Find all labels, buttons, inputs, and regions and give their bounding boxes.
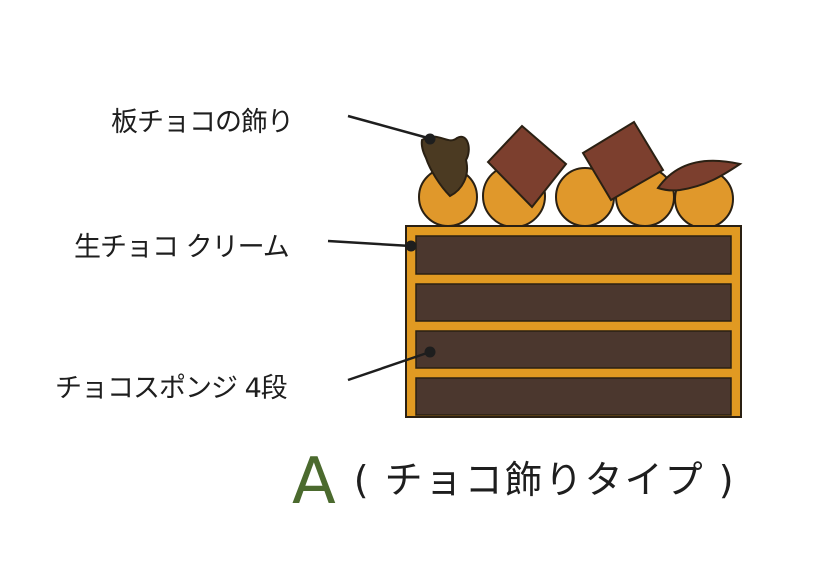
label-chocolate-plate: 板チョコの飾り: [111, 107, 294, 138]
caption-text: ( チョコ飾りタイプ ): [353, 458, 736, 502]
chocolate-square: [581, 120, 665, 202]
leader-line-chocolate-plate: [347, 114, 429, 140]
chocolate-square: [486, 124, 568, 209]
leader-dot: [424, 133, 436, 145]
chocolate-leaf: [420, 135, 470, 198]
sponge-layer: [415, 235, 732, 275]
leader-line-ganache: [327, 239, 412, 248]
sponge-layer: [415, 283, 732, 322]
label-ganache-cream: 生チョコ クリーム: [74, 232, 290, 263]
sponge-layer: [415, 377, 732, 416]
leader-line-sponge: [347, 350, 431, 382]
leader-dot: [424, 346, 436, 358]
chocolate-leaf: [656, 159, 743, 192]
leader-dots: [405, 133, 436, 358]
leader-dot: [405, 240, 417, 252]
caption: A ( チョコ飾りタイプ ): [292, 445, 736, 519]
leader-lines: [327, 114, 431, 382]
caption-letter: A: [292, 445, 336, 519]
sponge-layer: [415, 330, 732, 369]
label-sponge: チョコスポンジ 4段: [55, 373, 288, 404]
